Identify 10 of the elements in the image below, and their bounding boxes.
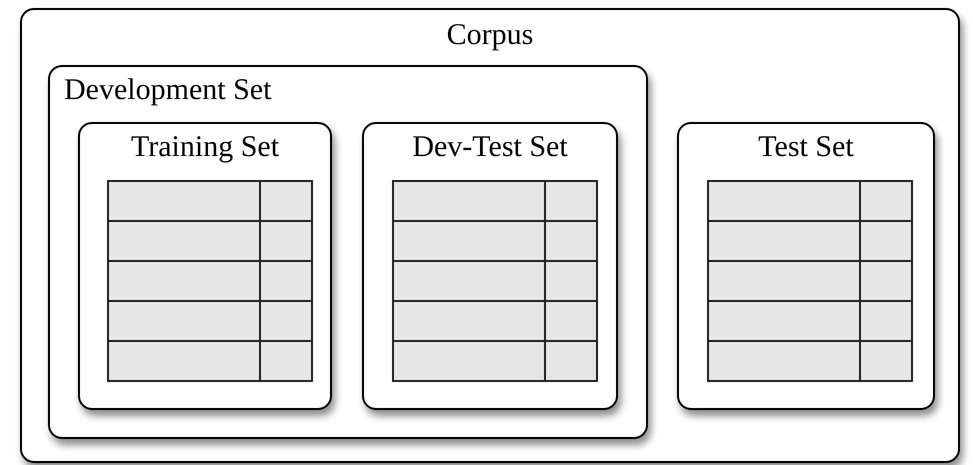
set-box: [362, 122, 618, 410]
set-box: [78, 122, 332, 410]
set-box: [20, 8, 960, 463]
set-title: Training Set: [130, 130, 280, 164]
set-box: [677, 122, 935, 410]
set-box: [48, 65, 648, 439]
set-title: Development Set: [64, 73, 272, 107]
set-title: Test Set: [758, 130, 854, 164]
set-title: Dev-Test Set: [412, 130, 568, 164]
set-title: Corpus: [446, 18, 534, 52]
